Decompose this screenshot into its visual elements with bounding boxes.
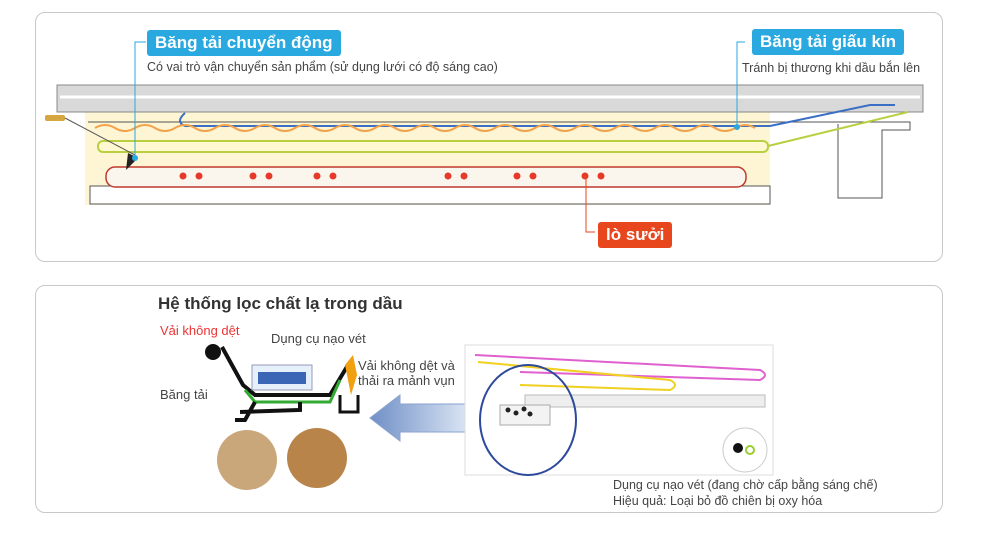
hidden-conveyor-desc: Tránh bị thương khi dầu bắn lên xyxy=(742,61,921,75)
moving-conveyor-tag: Băng tải chuyển động xyxy=(147,30,341,56)
heater-tag: lò sưởi xyxy=(598,222,673,248)
hidden-conveyor-tag: Băng tải giấu kín xyxy=(752,29,905,55)
moving-conveyor-desc: Có vai trò vận chuyển sản phẩm (sử dụng … xyxy=(147,60,498,74)
caption-line-1: Dụng cụ nạo vét (đang chờ cấp bằng sáng … xyxy=(613,478,878,492)
discharge-label-2: thải ra mảnh vụn xyxy=(358,373,455,388)
discharge-label-1: Vải không dệt và xyxy=(358,358,455,373)
filter-title: Hệ thống lọc chất lạ trong dầu xyxy=(158,294,403,313)
conveyor-label: Băng tải xyxy=(160,387,208,402)
scraper-label: Dụng cụ nạo vét xyxy=(271,331,366,346)
nonwoven-label: Vải không dệt xyxy=(160,323,240,338)
caption-line-2: Hiệu quả: Loại bỏ đồ chiên bị oxy hóa xyxy=(613,494,823,508)
